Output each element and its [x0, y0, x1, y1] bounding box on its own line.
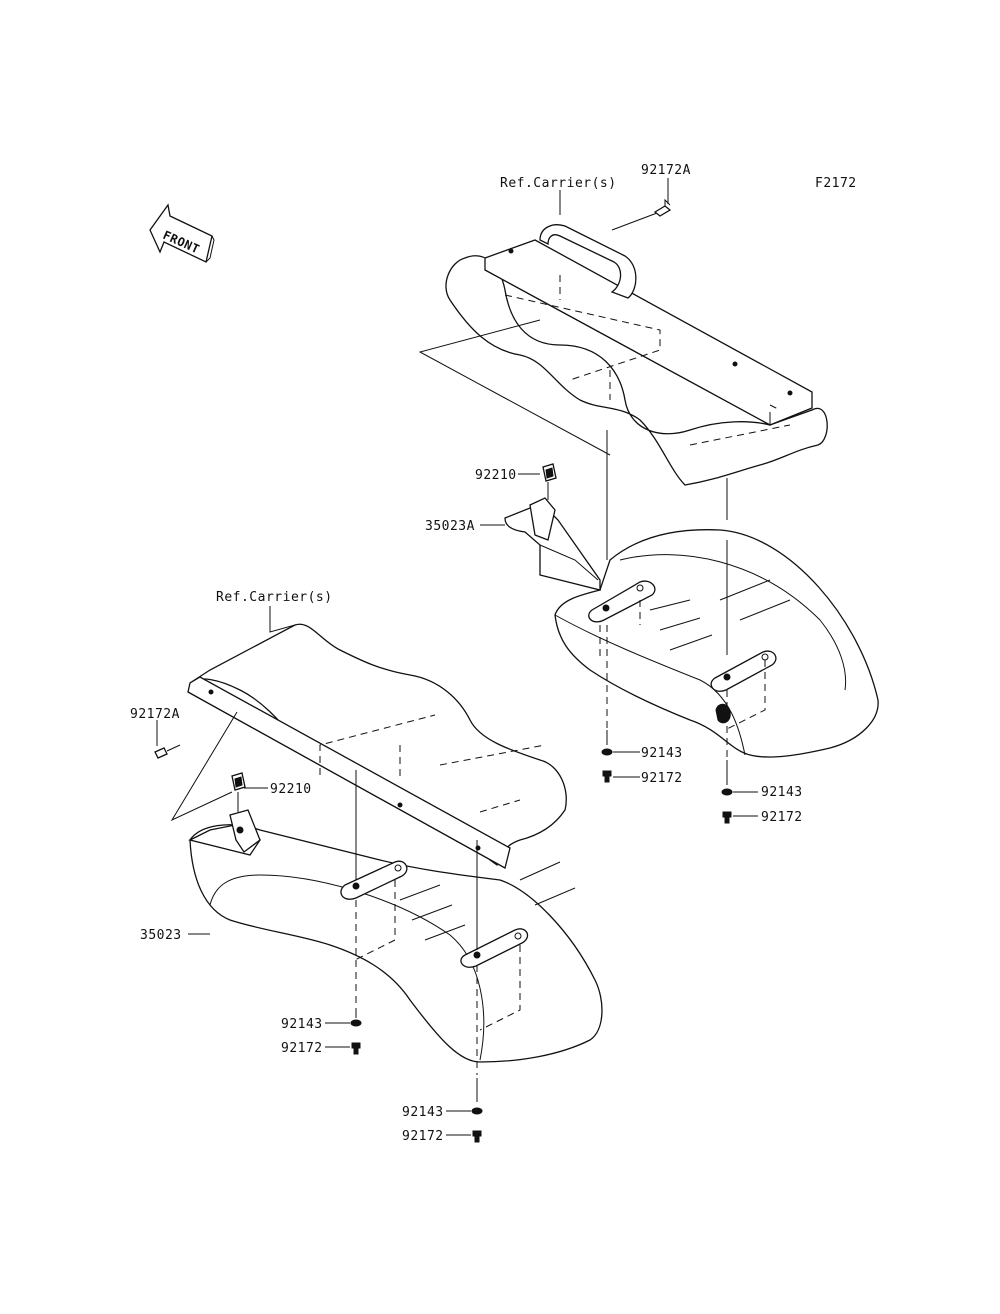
lower-washer-a — [350, 1019, 362, 1027]
upper-bolt-a — [602, 770, 612, 783]
label-washer-92143-lower-a: 92143 — [281, 1017, 323, 1032]
upper-fender — [554, 529, 879, 758]
lower-bolt-a — [351, 1042, 361, 1055]
label-ref-carrier-lower: Ref.Carrier(s) — [216, 590, 333, 605]
label-clip-92210-upper: 92210 — [475, 468, 517, 483]
lower-carrier-ref — [170, 623, 567, 869]
lower-bolt-92172A — [154, 744, 181, 759]
lower-fender — [189, 824, 603, 1063]
lower-clip-92210 — [231, 772, 246, 812]
upper-carrier-ref — [418, 209, 828, 486]
upper-bracket-35023A — [504, 497, 601, 591]
label-bolt-92172A-lower: 92172A — [130, 707, 180, 722]
label-washer-92143-upper-a: 92143 — [641, 746, 683, 761]
lower-washer-b — [471, 1107, 483, 1115]
upper-clip-92210 — [542, 463, 557, 500]
label-bracket-35023A: 35023A — [425, 519, 475, 534]
upper-bolt-b — [722, 811, 732, 824]
lower-bolt-b — [472, 1130, 482, 1143]
label-bolt-92172-upper-a: 92172 — [641, 771, 683, 786]
label-bolt-92172-upper-b: 92172 — [761, 810, 803, 825]
label-bracket-35023: 35023 — [140, 928, 182, 943]
upper-washer-a — [601, 748, 613, 756]
label-bolt-92172-lower-b: 92172 — [402, 1129, 444, 1144]
label-bolt-92172A-upper: 92172A — [641, 163, 691, 178]
label-ref-carrier-upper: Ref.Carrier(s) — [500, 176, 617, 191]
label-clip-92210-lower: 92210 — [270, 782, 312, 797]
upper-washer-b — [721, 788, 733, 796]
label-washer-92143-lower-b: 92143 — [402, 1105, 444, 1120]
lower-bracket-35023 — [188, 809, 261, 856]
front-arrow-icon: FRONT — [149, 203, 215, 263]
label-bolt-92172-lower-a: 92172 — [281, 1041, 323, 1056]
label-washer-92143-upper-b: 92143 — [761, 785, 803, 800]
figure-code: F2172 — [815, 176, 857, 191]
